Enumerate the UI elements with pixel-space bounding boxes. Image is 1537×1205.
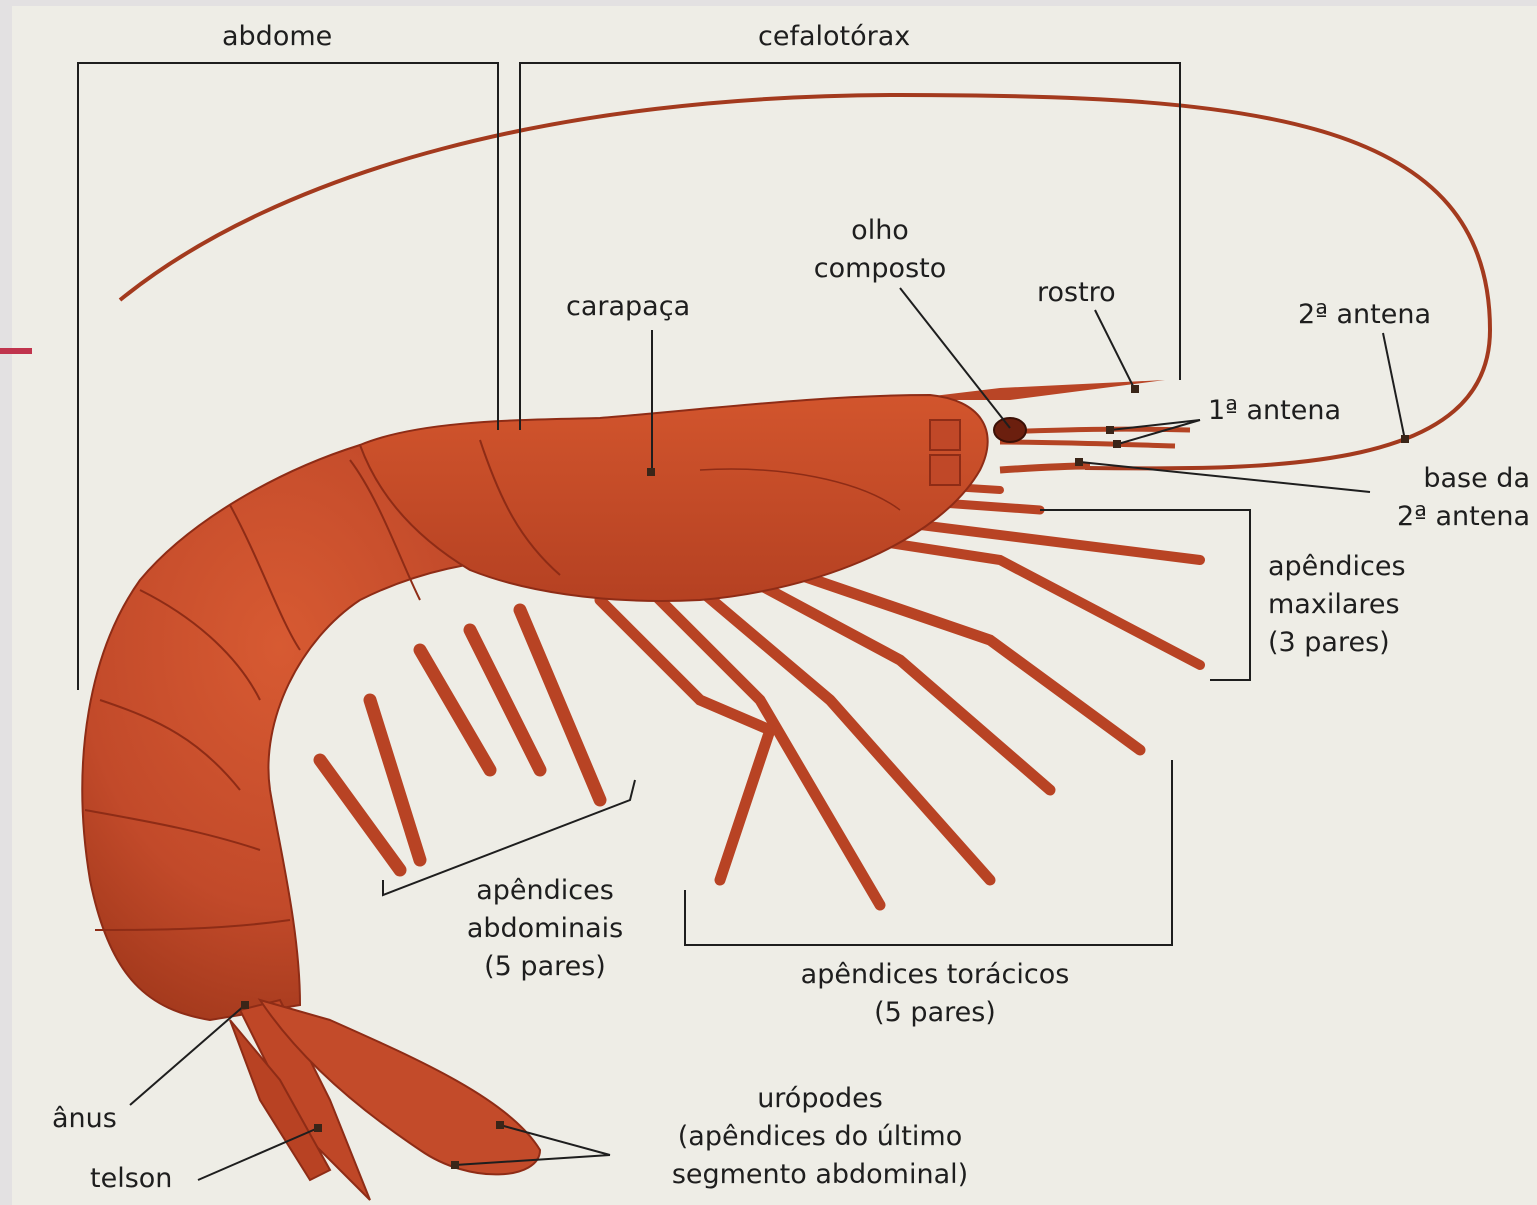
label-primeira-antena: 1ª antena — [1208, 392, 1341, 430]
label-anus: ânus — [52, 1100, 117, 1138]
label-abdominais-line2: abdominais — [440, 910, 650, 948]
label-uropodes-line2: (apêndices do último — [625, 1118, 1015, 1156]
label-rostro: rostro — [1037, 274, 1116, 312]
label-base-segunda-antena: base da 2ª antena — [1380, 460, 1530, 536]
label-maxilares-line3: (3 pares) — [1268, 624, 1406, 662]
label-abdome: abdome — [222, 18, 332, 56]
label-base-line1: base da — [1380, 460, 1530, 498]
label-uropodes-line1: urópodes — [625, 1080, 1015, 1118]
label-uropodes: urópodes (apêndices do último segmento a… — [625, 1080, 1015, 1194]
label-apendices-maxilares: apêndices maxilares (3 pares) — [1268, 548, 1406, 662]
label-olho-composto: olho composto — [810, 212, 950, 288]
label-base-line2: 2ª antena — [1380, 498, 1530, 536]
label-carapaca: carapaça — [566, 288, 690, 326]
label-maxilares-line2: maxilares — [1268, 586, 1406, 624]
label-maxilares-line1: apêndices — [1268, 548, 1406, 586]
label-uropodes-line3: segmento abdominal) — [625, 1156, 1015, 1194]
label-toracicos-line1: apêndices torácicos — [760, 956, 1110, 994]
label-toracicos-line2: (5 pares) — [760, 994, 1110, 1032]
label-apendices-toracicos: apêndices torácicos (5 pares) — [760, 956, 1110, 1032]
label-apendices-abdominais: apêndices abdominais (5 pares) — [440, 872, 650, 986]
label-abdominais-line3: (5 pares) — [440, 948, 650, 986]
compound-eye — [994, 418, 1026, 442]
accent-bar — [0, 348, 32, 354]
label-telson: telson — [90, 1160, 172, 1198]
label-abdominais-line1: apêndices — [440, 872, 650, 910]
label-olho-composto-line2: composto — [810, 250, 950, 288]
label-cefalotorax: cefalotórax — [758, 18, 910, 56]
second-antenna-base — [1000, 466, 1090, 470]
label-segunda-antena: 2ª antena — [1298, 296, 1431, 334]
label-olho-composto-line1: olho — [810, 212, 950, 250]
